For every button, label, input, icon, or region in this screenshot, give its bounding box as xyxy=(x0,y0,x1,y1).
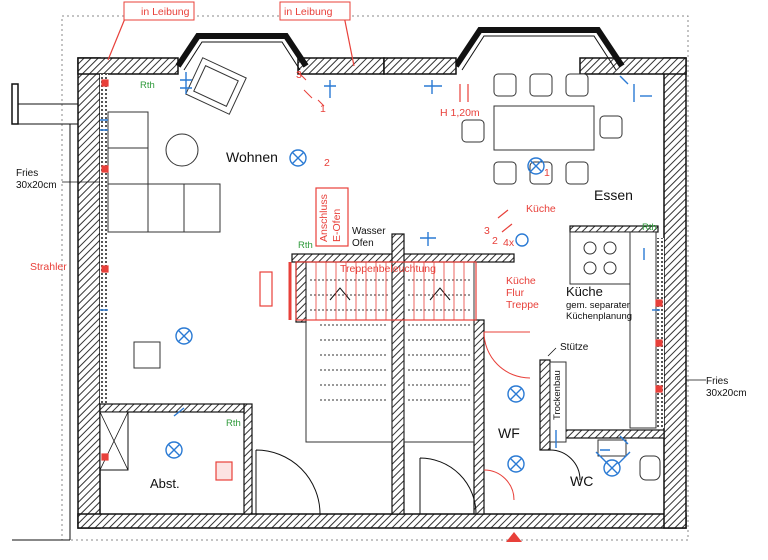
ceiling-light-essen xyxy=(527,157,545,175)
leibung-right-label: in Leibung xyxy=(284,6,333,18)
kueche-flur-label-1: Küche xyxy=(506,275,536,287)
rth-label-4: Rth xyxy=(642,222,657,233)
treppen-label: Treppenbeleuchtung xyxy=(340,263,436,275)
blue-fixtures xyxy=(100,72,660,477)
wasser-label: Wasser xyxy=(352,226,386,237)
ceiling-light-wf xyxy=(507,385,525,403)
ceiling-light-wf-2 xyxy=(507,455,525,473)
stair-lighting-hatch xyxy=(315,262,465,320)
room-wf: WF xyxy=(498,425,520,441)
rth-label-3: Rth xyxy=(226,418,241,429)
room-wc: WC xyxy=(570,473,593,489)
red-labels: in Leibung in Leibung Strahler Anschluss… xyxy=(30,1,556,311)
fries-strip-right xyxy=(656,238,664,428)
kueche-switch-label: Küche xyxy=(526,203,556,215)
kueche-note-2: Küchenplanung xyxy=(566,311,632,322)
furniture xyxy=(107,57,661,481)
h120-label: H 1,20m xyxy=(440,107,480,119)
ceiling-light-living-left xyxy=(175,327,193,345)
exterior-walls xyxy=(11,27,687,541)
fries-right-label-2: 30x20cm xyxy=(706,388,747,399)
ofen-label: Ofen xyxy=(352,238,374,249)
ceiling-light-abst xyxy=(165,441,183,459)
num-2-label: 2 xyxy=(324,157,330,169)
times4-label: 4x xyxy=(503,237,515,249)
room-kueche: Küche xyxy=(566,284,603,299)
staircase xyxy=(305,261,475,443)
room-labels: Wohnen Essen Küche gem. separater Küchen… xyxy=(150,149,633,491)
kueche-flur-label-3: Treppe xyxy=(506,299,539,311)
ceiling-light-wohnen xyxy=(289,149,307,167)
fries-right-label-1: Fries xyxy=(706,376,728,387)
room-abst: Abst. xyxy=(150,476,180,491)
num-3-label: 3 xyxy=(296,69,302,81)
fries-left-label-2: 30x20cm xyxy=(16,180,57,191)
leibung-left-label: in Leibung xyxy=(141,6,190,18)
num-2b-label: 2 xyxy=(492,235,498,247)
ceiling-light-wc xyxy=(603,459,621,477)
stuetze-label: Stütze xyxy=(560,342,589,353)
room-wohnen: Wohnen xyxy=(226,149,278,165)
anschluss-label-1: Anschluss xyxy=(318,194,330,242)
doors xyxy=(255,331,581,515)
trockenbau-label: Trockenbau xyxy=(552,370,563,420)
fries-strip-left xyxy=(100,74,108,404)
anschluss-label-2: E-Ofen xyxy=(331,209,343,242)
strahler-label: Strahler xyxy=(30,261,67,273)
kueche-note-1: gem. separater xyxy=(566,300,630,311)
note-labels: Fries 30x20cm Fries 30x20cm Wasser Ofen … xyxy=(16,168,747,420)
num-3b-label: 3 xyxy=(484,225,490,237)
rth-label-2: Rth xyxy=(298,240,313,251)
kueche-flur-label-2: Flur xyxy=(506,287,525,299)
rth-label-1: Rth xyxy=(140,80,155,91)
electrical-red xyxy=(101,15,663,542)
heating-labels: Rth Rth Rth Rth xyxy=(140,80,657,429)
num-1b-label: 1 xyxy=(544,167,550,179)
fries-left-label-1: Fries xyxy=(16,168,38,179)
num-1-label: 1 xyxy=(320,103,326,115)
room-essen: Essen xyxy=(594,187,633,203)
